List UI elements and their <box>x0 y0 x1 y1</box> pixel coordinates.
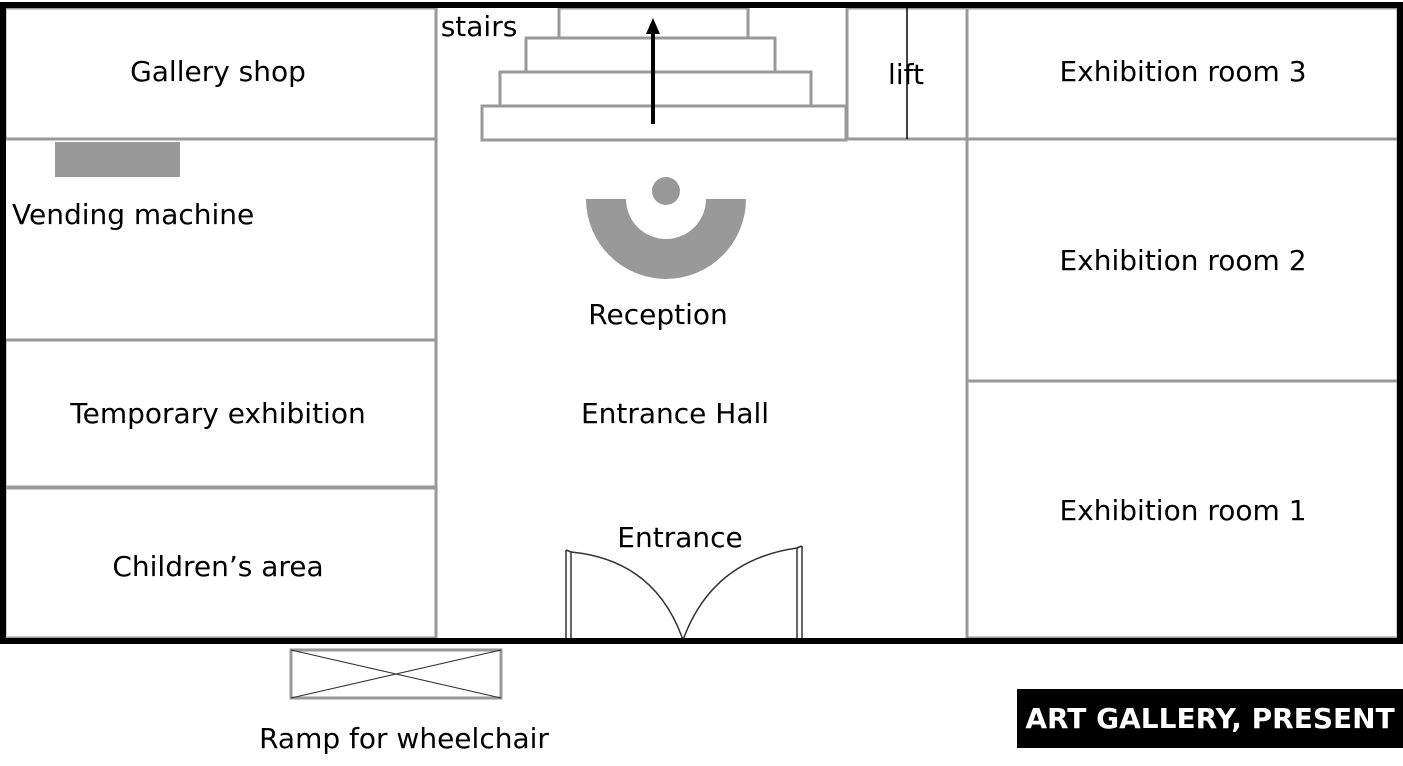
diagram-title: ART GALLERY, PRESENT <box>1017 689 1403 748</box>
stairs-label: stairs <box>440 10 518 43</box>
vending-machine-label: Vending machine <box>12 198 255 231</box>
exhibition-room-2-label: Exhibition room 2 <box>1059 244 1307 277</box>
temporary-exhibition-label: Temporary exhibition <box>70 397 366 430</box>
entrance-hall-label: Entrance Hall <box>580 397 770 430</box>
exhibition-room-3-label: Exhibition room 3 <box>1059 55 1307 88</box>
receptionist-icon <box>652 177 680 205</box>
stairs-arrow-head <box>646 18 660 34</box>
exhibition-room-1-label: Exhibition room 1 <box>1059 494 1307 527</box>
reception-desk-shape <box>586 199 746 279</box>
gallery-shop-label: Gallery shop <box>130 55 306 88</box>
vending-machine-shape <box>55 142 180 177</box>
ramp-shape <box>289 648 503 700</box>
childrens-area-label: Children’s area <box>112 550 324 583</box>
entrance-doors <box>565 545 803 641</box>
lift-label: lift <box>888 58 924 91</box>
stairs-steps <box>480 6 848 142</box>
outer-wall <box>0 2 1403 644</box>
ramp-label: Ramp for wheelchair <box>259 722 549 755</box>
entrance-label: Entrance <box>617 521 743 554</box>
reception-label: Reception <box>588 298 728 331</box>
